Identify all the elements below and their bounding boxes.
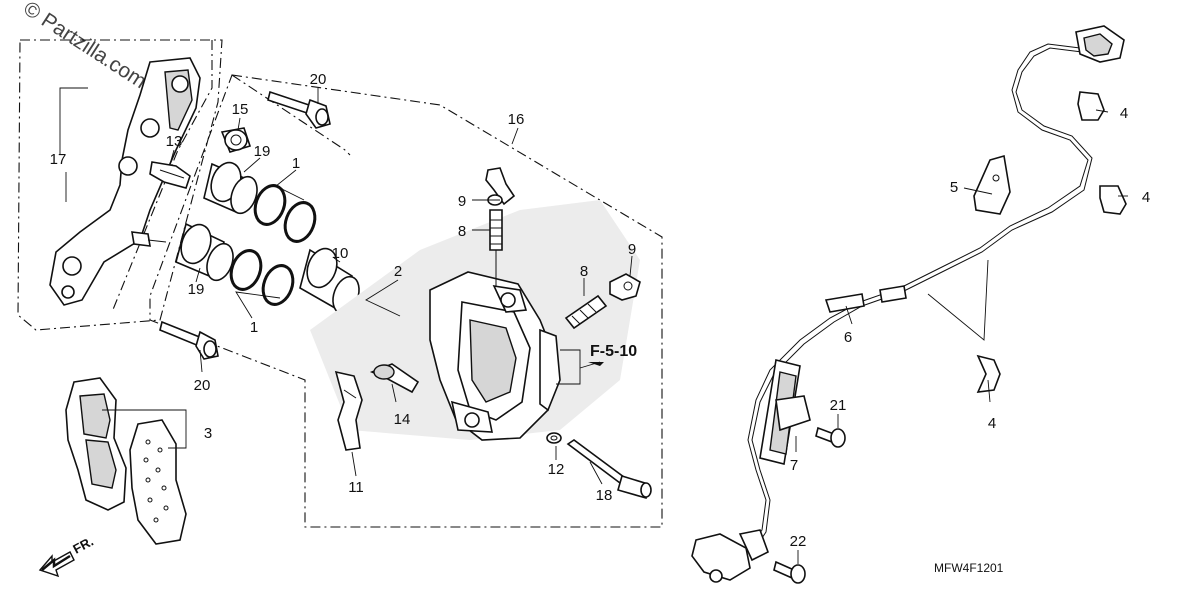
wheel-speed-sensor-harness[interactable] — [747, 25, 1125, 551]
callout-21: 21 — [830, 397, 847, 414]
callout-20-upper: 20 — [310, 71, 327, 88]
callout-3: 3 — [204, 425, 212, 442]
front-direction-indicator: FR. — [38, 534, 96, 578]
leader-lines — [59, 87, 1128, 564]
bracket-group-outline — [17, 39, 223, 331]
callout-13: 13 — [166, 133, 183, 150]
brake-pad-outer[interactable] — [129, 419, 187, 545]
callout-14: 14 — [394, 411, 411, 428]
caliper-group-outline — [149, 74, 663, 528]
callout-22: 22 — [790, 533, 807, 550]
callout-15: 15 — [232, 101, 249, 118]
bleeder-cap-9-upper[interactable] — [485, 167, 516, 206]
callout-11: 11 — [348, 479, 364, 496]
diagram-code: MFW4F1201 — [934, 561, 1004, 575]
piston-seals-upper[interactable] — [250, 181, 320, 245]
callout-4-top: 4 — [1120, 105, 1128, 122]
callout-8-upper: 8 — [458, 223, 466, 240]
callout-8-side: 8 — [580, 263, 588, 280]
clip-4-a[interactable] — [1077, 91, 1105, 121]
caliper-body[interactable] — [429, 271, 561, 441]
callout-4-middle: 4 — [1142, 189, 1150, 206]
bolt-upper[interactable] — [267, 90, 331, 129]
callout-4-bottom: 4 — [988, 415, 996, 432]
callout-numbers: 17 20 15 13 19 1 19 1 10 2 16 9 8 9 8 20… — [50, 71, 1151, 550]
bolt-21[interactable] — [815, 426, 846, 448]
callout-1-lower: 1 — [250, 319, 258, 336]
callout-9-upper: 9 — [458, 193, 466, 210]
callout-12: 12 — [548, 461, 565, 478]
reference-label: F-5-10 — [590, 343, 637, 360]
pad-spring-11[interactable] — [334, 370, 363, 451]
callout-2: 2 — [394, 263, 402, 280]
brake-pad-inner[interactable] — [65, 377, 127, 511]
washer-12[interactable] — [546, 432, 562, 444]
pad-pin-18[interactable] — [566, 439, 652, 500]
reference-marker: F-5-10 — [588, 343, 637, 366]
callout-7: 7 — [790, 457, 798, 474]
stay-5[interactable] — [973, 154, 1011, 215]
piston-upper[interactable] — [203, 158, 262, 217]
watermark: © Partzilla.com — [19, 0, 150, 93]
piston-lower[interactable] — [175, 220, 238, 284]
callout-9-side: 9 — [628, 241, 636, 258]
piston-seals-lower[interactable] — [226, 246, 298, 308]
clip-4-b[interactable] — [1099, 185, 1127, 215]
grommet-6[interactable] — [824, 285, 907, 313]
bleeder-cap-9-side[interactable] — [609, 273, 641, 301]
callout-1-upper: 1 — [292, 155, 300, 172]
callout-19-lower: 19 — [188, 281, 205, 298]
caliper-bracket[interactable] — [49, 57, 201, 306]
bolt-lower[interactable] — [159, 320, 219, 360]
bracket-sub-outline — [111, 40, 213, 313]
callout-17: 17 — [50, 151, 67, 168]
bleeder-screw-8-upper[interactable] — [489, 209, 503, 286]
bleeder-screw-8-side[interactable] — [564, 294, 608, 330]
callout-18: 18 — [596, 487, 613, 504]
pad-spring-13[interactable] — [149, 161, 191, 189]
callout-19-upper: 19 — [254, 143, 271, 160]
callout-20-lower: 20 — [194, 377, 211, 394]
callout-5: 5 — [950, 179, 958, 196]
clip-4-c[interactable] — [976, 354, 1001, 393]
pad-pin-14[interactable] — [369, 363, 420, 394]
bolt-22[interactable] — [773, 560, 806, 584]
callout-6: 6 — [844, 329, 852, 346]
callout-16: 16 — [508, 111, 525, 128]
wheel-speed-sensor[interactable] — [691, 529, 769, 583]
front-direction-label: FR. — [70, 534, 96, 557]
harness-guide-7[interactable] — [759, 359, 811, 465]
callout-10: 10 — [332, 245, 349, 262]
boot-15[interactable] — [220, 127, 252, 153]
